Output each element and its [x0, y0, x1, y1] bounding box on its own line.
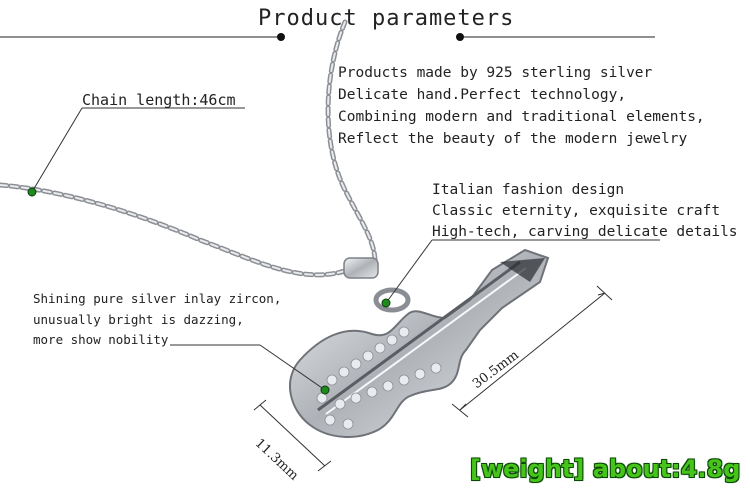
title-rule-dot-left — [277, 33, 285, 41]
intro-text: Products made by 925 sterling silver Del… — [338, 62, 705, 150]
chain — [0, 19, 378, 278]
guitar-pendant — [288, 248, 550, 438]
zircon-line: more show nobility — [33, 332, 169, 347]
design-line: High-tech, carving delicate details — [432, 224, 738, 240]
dimension-lines — [253, 285, 613, 472]
zircon-marker-dot — [320, 385, 330, 395]
chain-length-label: Chain length:46cm — [82, 91, 236, 109]
design-line: Italian fashion design — [432, 182, 625, 198]
weight-label: [weight] about:4.8g — [470, 455, 741, 483]
intro-line: Delicate hand.Perfect technology, — [338, 87, 627, 103]
chain-marker-dot — [27, 187, 37, 197]
pendant-bail — [343, 257, 379, 279]
design-line: Classic eternity, exquisite craft — [432, 203, 721, 219]
marker-dots — [27, 187, 391, 395]
intro-line: Combining modern and traditional element… — [338, 109, 705, 125]
page-title: Product parameters — [258, 6, 515, 31]
leader-lines — [31, 107, 660, 391]
design-text: Italian fashion design Classic eternity,… — [432, 180, 738, 243]
design-marker-dot — [381, 298, 391, 308]
zircon-text: Shining pure silver inlay zircon, unusua… — [33, 289, 281, 351]
title-rule-dot-right — [456, 33, 464, 41]
pendant-jump-ring — [373, 287, 411, 313]
zircon-line: unusually bright is dazzing, — [33, 311, 244, 327]
intro-line: Products made by 925 sterling silver — [338, 65, 653, 81]
intro-line: Reflect the beauty of the modern jewelry — [338, 131, 688, 147]
zircon-line: Shining pure silver inlay zircon, — [33, 291, 282, 306]
